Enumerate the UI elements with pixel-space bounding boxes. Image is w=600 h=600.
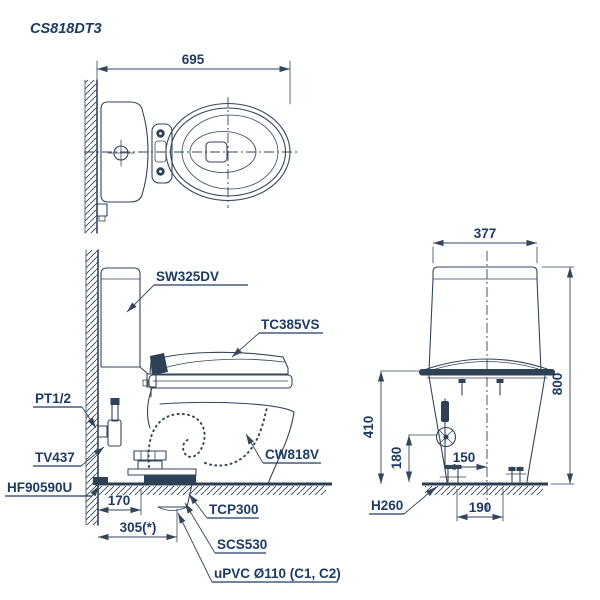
dim-190: 190 (456, 488, 504, 522)
floor-bolts (439, 464, 527, 483)
dim-377: 377 (432, 226, 538, 264)
label-drain: uPVC Ø110 (C1, C2) (214, 566, 341, 581)
wall-floor-anchor (93, 477, 108, 485)
stop-valve (97, 398, 122, 447)
side-labels: SW325DV TC385VS PT1/2 TV437 HF90590U CW8… (5, 269, 341, 583)
wall-hatch (85, 80, 97, 233)
dim-800-label: 800 (550, 373, 565, 396)
label-bolt-cap: HF90590U (7, 480, 72, 495)
dim-170-label: 170 (108, 493, 131, 508)
supply-stub (96, 203, 108, 217)
bowl-outline (159, 401, 295, 485)
front-view: 377 800 410 180 150 190 H26 (361, 226, 575, 522)
label-h260: H260 (369, 486, 437, 515)
tank-front-outline (432, 266, 538, 280)
dim-695-label: 695 (182, 52, 205, 67)
dim-170: 170 (98, 488, 142, 516)
label-stop-valve: TV437 (35, 450, 75, 465)
outlet-flange (127, 450, 197, 483)
trapway-dotted (147, 412, 206, 468)
dim-377-label: 377 (474, 226, 497, 241)
bowl-rim (148, 374, 293, 389)
dim-305: 305(*) (98, 508, 178, 543)
dim-190-label: 190 (469, 500, 492, 515)
dim-410-label: 410 (361, 416, 376, 439)
tank-side-outline (100, 267, 141, 368)
tank-top-outline (100, 101, 149, 203)
pedestal-left (428, 375, 448, 483)
dim-410: 410 (361, 370, 428, 484)
dim-180: 180 (389, 434, 438, 482)
top-view: 695 (84, 52, 298, 234)
seat-lid-side (149, 351, 289, 375)
floor-hatch (98, 486, 326, 495)
label-bowl: CW818V (265, 447, 319, 462)
label-outlet: TCP300 (209, 502, 259, 517)
label-tank: SW325DV (156, 269, 219, 284)
seat-hinge (151, 123, 173, 184)
label-seat: TC385VS (261, 317, 320, 332)
stop-valve-front (435, 398, 457, 467)
dim-180-label: 180 (389, 447, 404, 470)
seat-bolts (458, 379, 504, 396)
seat-hinge-side (150, 353, 168, 375)
side-view: SW325DV TC385VS PT1/2 TV437 HF90590U CW8… (5, 249, 341, 583)
dim-150: 150 (445, 450, 487, 471)
label-connector: SCS530 (217, 537, 267, 552)
floor-hatch-front (425, 486, 543, 495)
dim-695: 695 (96, 52, 291, 105)
wall-hatch-side (86, 250, 98, 525)
label-floor-set: H260 (371, 498, 403, 513)
drawing-title: CS818DT3 (30, 21, 102, 37)
label-supply: PT1/2 (35, 391, 71, 406)
dim-800: 800 (541, 266, 575, 485)
dim-150-label: 150 (453, 450, 476, 465)
dim-305-label: 305(*) (120, 520, 157, 535)
flush-button-icon (107, 139, 135, 167)
pedestal-right (526, 375, 546, 483)
